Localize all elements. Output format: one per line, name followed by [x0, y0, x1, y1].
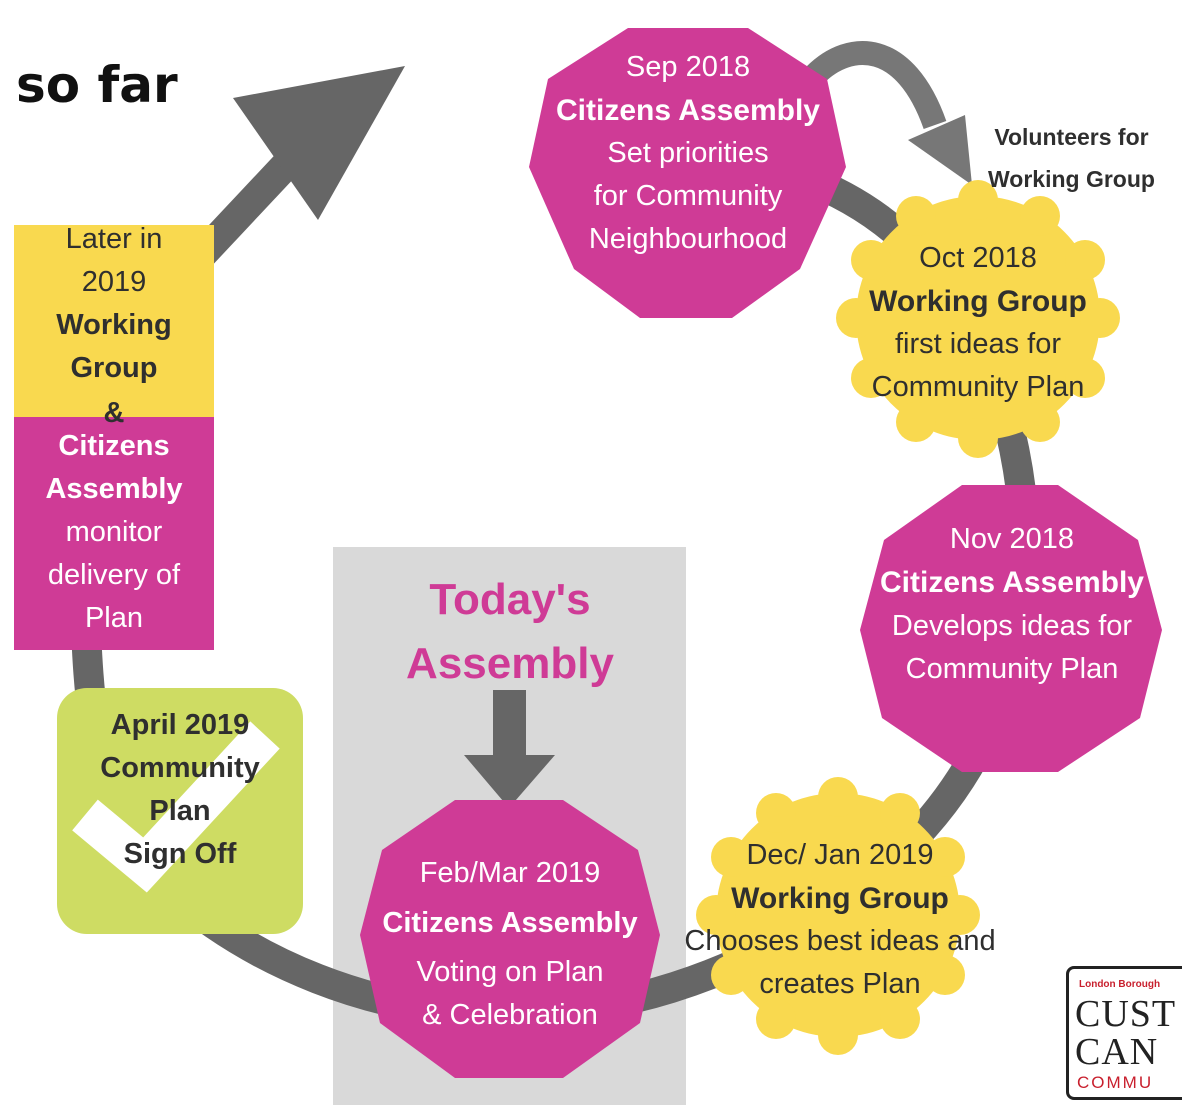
logo-line2: CAN — [1075, 1031, 1159, 1073]
check-icon — [72, 721, 280, 893]
cycle-arrowhead — [233, 66, 405, 220]
nov-shape — [860, 485, 1162, 772]
stage-oct: Oct 2018 Working Group first ideas for C… — [848, 237, 1108, 409]
sep-title: Citizens Assembly — [556, 94, 820, 127]
later-line7: Assembly — [45, 473, 183, 505]
stage-nov: Nov 2018 Citizens Assembly Develops idea… — [862, 518, 1162, 691]
nov-title: Citizens Assembly — [880, 566, 1144, 599]
council-logo: London Borough CUST CAN COMMU — [1066, 966, 1182, 1100]
april-line2: Community — [100, 752, 260, 784]
later-line1: Later in — [65, 223, 163, 255]
sep-line3: Neighbourhood — [588, 223, 788, 255]
oct-shape — [856, 196, 1100, 440]
volunteers-line2: Working Group — [988, 166, 1155, 192]
oct-line2: Community Plan — [871, 371, 1085, 403]
today-title: Today's Assembly — [340, 568, 680, 696]
april-line3: Plan — [149, 795, 211, 827]
dec-line2: creates Plan — [759, 968, 921, 1000]
feb-line2: & Celebration — [422, 999, 598, 1031]
feb-date: Feb/Mar 2019 — [419, 857, 601, 889]
later-amp: & — [103, 397, 125, 429]
april-line4: Sign Off — [123, 838, 237, 870]
volunteers-label: Volunteers for Working Group — [988, 116, 1155, 200]
stage-sep: Sep 2018 Citizens Assembly Set prioritie… — [538, 46, 838, 261]
dec-shape — [716, 793, 960, 1037]
sep-date: Sep 2018 — [625, 51, 751, 83]
logo-line3: COMMU — [1077, 1073, 1154, 1092]
later-line2: 2019 — [81, 266, 147, 298]
today-line2: Assembly — [406, 639, 614, 688]
oct-date: Oct 2018 — [919, 242, 1037, 274]
oct-title: Working Group — [869, 285, 1087, 318]
volunteers-arrowhead — [908, 115, 972, 185]
nov-line1: Develops ideas for — [891, 610, 1133, 642]
stage-dec: Dec/ Jan 2019 Working Group Chooses best… — [670, 834, 1010, 1006]
later-line4: Group — [70, 352, 158, 384]
sep-shape — [529, 28, 846, 318]
dec-date: Dec/ Jan 2019 — [746, 839, 934, 871]
later-yellow — [14, 225, 214, 417]
dec-title: Working Group — [731, 882, 949, 915]
later-line8: monitor — [65, 516, 163, 548]
sep-line1: Set priorities — [607, 137, 769, 169]
stage-april: April 2019 Community Plan Sign Off — [60, 704, 300, 876]
later-line3: Working — [56, 309, 172, 341]
stage-feb: Feb/Mar 2019 Citizens Assembly Voting on… — [360, 852, 660, 1037]
later-line10: Plan — [84, 602, 144, 634]
volunteers-arrow — [806, 41, 947, 130]
nov-date: Nov 2018 — [949, 523, 1075, 555]
feb-title: Citizens Assembly — [382, 907, 638, 939]
today-arrow-head — [464, 755, 555, 808]
today-arrow-shaft — [493, 690, 526, 758]
feb-line1: Voting on Plan — [416, 956, 604, 988]
dec-line1: Chooses best ideas and — [684, 925, 996, 957]
page-heading: so far — [16, 56, 178, 114]
april-line1: April 2019 — [110, 709, 250, 741]
oct-scallops — [836, 180, 1120, 458]
later-magenta — [14, 417, 214, 650]
stage-later-bottom: Citizens Assembly monitor delivery of Pl… — [14, 425, 214, 640]
later-line6: Citizens — [58, 430, 170, 462]
logo-line1: CUST — [1075, 993, 1177, 1035]
stage-later-top: Later in 2019 Working Group — [14, 218, 214, 390]
later-line9: delivery of — [47, 559, 181, 591]
oct-line1: first ideas for — [895, 328, 1061, 360]
feb-shape — [360, 800, 660, 1078]
logo-big: CUST CAN — [1075, 995, 1176, 1071]
dec-scallops — [696, 777, 980, 1055]
today-line1: Today's — [429, 575, 591, 624]
logo-small: London Borough — [1079, 979, 1161, 990]
volunteers-line1: Volunteers for — [994, 124, 1149, 150]
nov-line2: Community Plan — [905, 653, 1119, 685]
sep-line2: for Community — [593, 180, 783, 212]
